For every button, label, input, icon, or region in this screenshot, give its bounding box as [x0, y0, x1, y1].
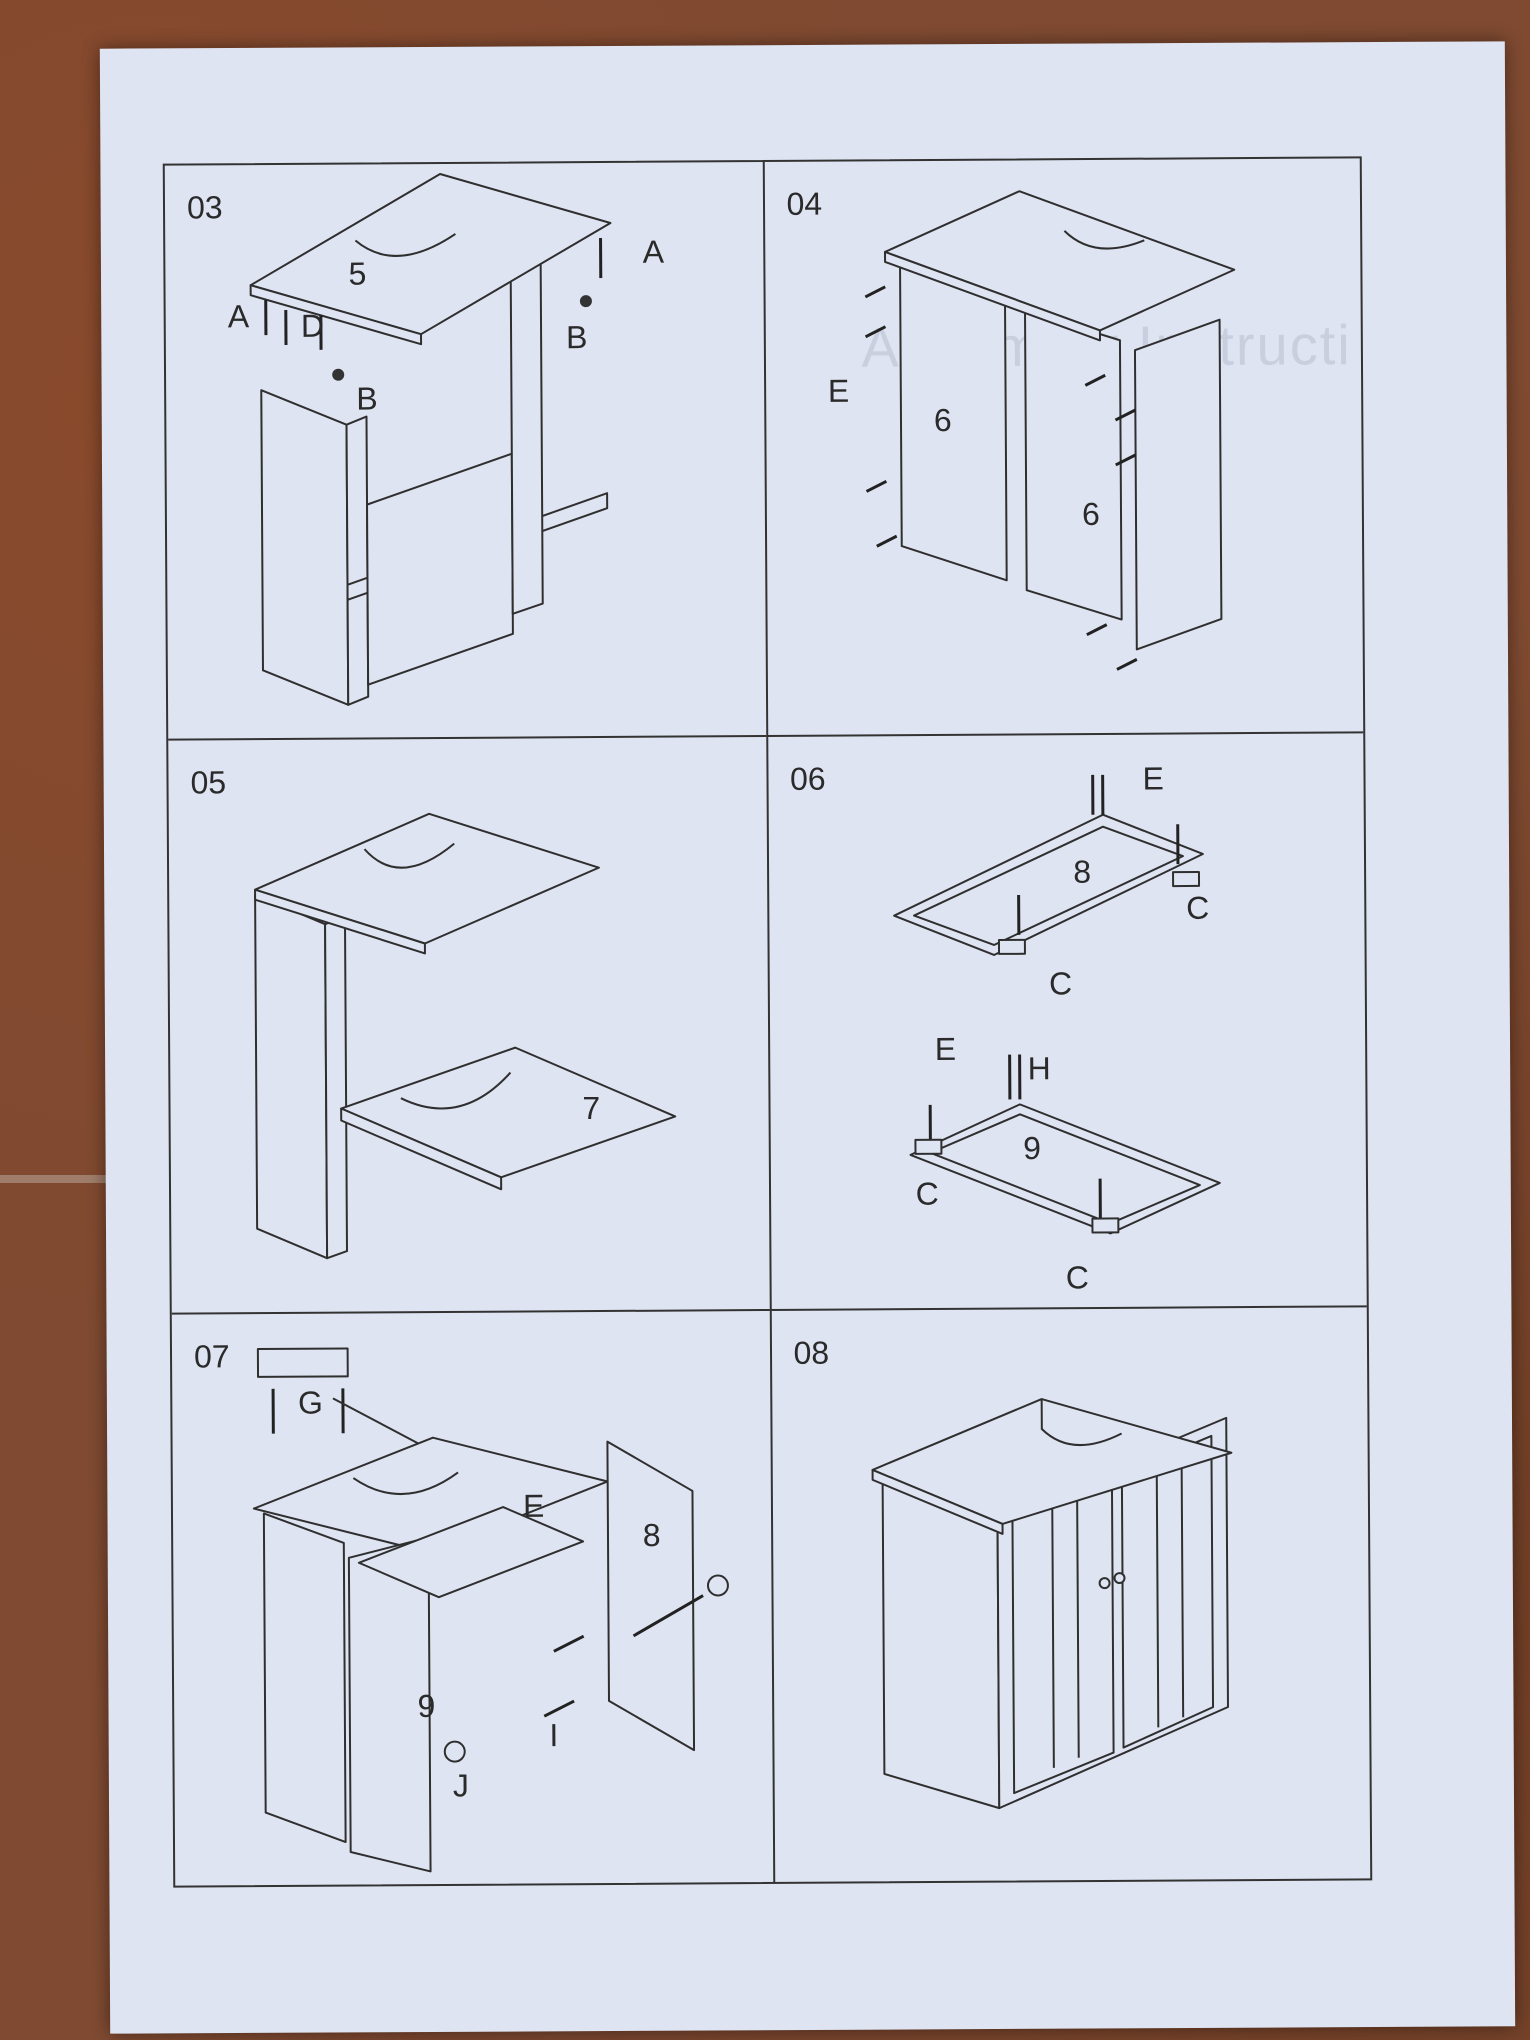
hardware-label: A [643, 234, 665, 270]
step-06-panel: 06 E 8 C C E H 9 C C [765, 731, 1367, 1309]
step-05-drawing: 7 [254, 813, 677, 1260]
step-07-panel: 07 G E 8 9 I J [171, 1308, 773, 1886]
step-04-panel: 04 E 6 6 [762, 158, 1364, 736]
step-05-panel: 05 7 [168, 735, 770, 1313]
hardware-label: I [549, 1717, 558, 1753]
hardware-label: C [1048, 966, 1071, 1002]
hardware-label: C [1065, 1260, 1088, 1296]
hardware-label: J [453, 1767, 469, 1803]
part-label: 5 [348, 256, 366, 292]
hardware-label: A [228, 298, 250, 334]
hardware-label: E [934, 1031, 956, 1067]
hardware-label: D [301, 308, 324, 344]
step-07-drawing: G E 8 9 I J [252, 1347, 729, 1873]
part-label: 7 [582, 1090, 600, 1126]
assembly-steps-grid: 03 5 A D A B B 04 [162, 156, 1373, 1888]
step-04-drawing: E 6 6 [827, 190, 1235, 671]
part-label: 6 [1081, 496, 1099, 532]
hardware-label: H [1027, 1051, 1050, 1087]
part-label: 6 [933, 402, 951, 438]
hardware-label: E [523, 1487, 545, 1523]
part-label: 8 [643, 1517, 661, 1553]
floor-tile-seam [0, 1175, 140, 1183]
hardware-label: G [298, 1384, 323, 1420]
step-03-panel: 03 5 A D A B B [165, 162, 766, 739]
part-label: 8 [1073, 854, 1091, 890]
hardware-label: B [566, 319, 588, 355]
hardware-label: C [915, 1176, 938, 1212]
hardware-label: C [1186, 890, 1209, 926]
hardware-label: E [1142, 761, 1164, 797]
step-08-panel: 08 [769, 1304, 1371, 1882]
step-03-drawing: 5 A D A B B [228, 172, 665, 706]
step-06-drawing: E 8 C C E H 9 C C [892, 761, 1221, 1296]
part-label: 9 [1023, 1130, 1041, 1166]
hardware-label: E [827, 373, 849, 409]
part-label: 9 [417, 1687, 435, 1723]
step-08-drawing [871, 1397, 1232, 1809]
hardware-label: B [356, 381, 378, 417]
